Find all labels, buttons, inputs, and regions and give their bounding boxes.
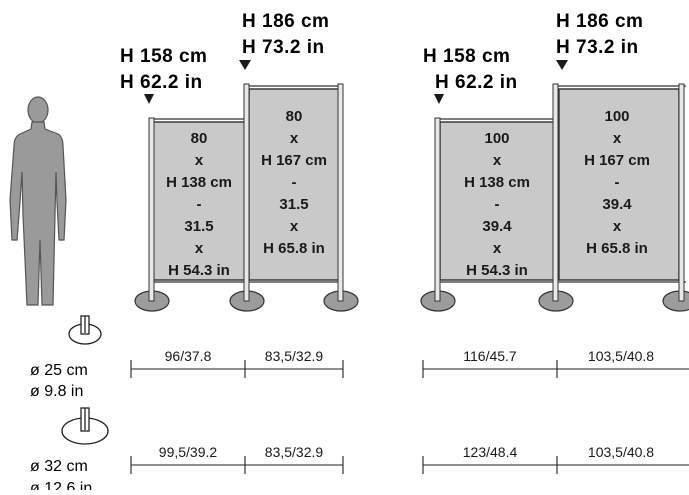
panel-80-low-line: x (195, 240, 204, 257)
panel-100-high-line: x (613, 218, 622, 235)
base-small-in: ø 9.8 in (30, 383, 83, 400)
panel-system-100 (420, 83, 689, 312)
panel-100-high-line: H 65.8 in (586, 240, 648, 257)
height-high-cm: H 186 cm (242, 11, 329, 32)
panel-80-high-line: H 167 cm (261, 152, 327, 169)
width-label: 116/45.7 (463, 348, 517, 364)
pole (678, 83, 685, 302)
panel-80-low-line: 80 (191, 130, 208, 147)
panel-100-low-line: 100 (484, 130, 509, 147)
arrow-down-icon (144, 94, 154, 104)
width-label: 103,5/40.8 (588, 444, 654, 460)
pole (337, 83, 344, 302)
height-low-cm: H 158 cm (423, 46, 510, 67)
base-large-in: ø 12.6 in (30, 480, 92, 490)
panel-80-high-line: 31.5 (279, 196, 308, 213)
panel-80-high-line: H 65.8 in (263, 240, 325, 257)
height-high-cm: H 186 cm (556, 11, 643, 32)
panel-low-100 (439, 121, 556, 281)
panel-system-80 (134, 83, 359, 312)
base-small-cm: ø 25 cm (30, 362, 88, 379)
arrow-down-icon (239, 60, 251, 70)
width-label: 103,5/40.8 (588, 348, 654, 364)
width-label: 123/48.4 (463, 444, 518, 460)
panel-80-high-line: x (290, 218, 299, 235)
arrow-down-icon (556, 60, 568, 70)
panel-100-high-line: H 167 cm (584, 152, 650, 169)
height-high-in: H 73.2 in (556, 37, 639, 58)
panel-100-low-line: H 54.3 in (466, 262, 528, 279)
panel-80-high-line: x (290, 130, 299, 147)
panel-100-low-line: 39.4 (482, 218, 512, 235)
panel-80-low-line: H 54.3 in (168, 262, 230, 279)
panel-80-low-line: H 138 cm (166, 174, 232, 191)
width-label: 99,5/39.2 (159, 444, 218, 460)
width-label: 83,5/32.9 (265, 348, 324, 364)
pole (434, 117, 441, 302)
panel-80-low-line: - (197, 196, 202, 213)
panel-80-low-line: 31.5 (184, 218, 213, 235)
height-low-in: H 62.2 in (435, 72, 518, 93)
width-dimension-lines (130, 360, 689, 474)
panel-80-high-line: - (292, 174, 297, 191)
height-low-cm: H 158 cm (120, 46, 207, 67)
base-foot (662, 290, 689, 312)
arrow-down-icon (434, 94, 444, 104)
panel-100-high-line: - (615, 174, 620, 191)
width-label: 83,5/32.9 (265, 444, 324, 460)
base-large-cm: ø 32 cm (30, 458, 88, 475)
large-base-icon (61, 407, 109, 445)
small-base-icon (68, 315, 102, 345)
panel-high-100 (558, 88, 680, 281)
panel-80-high-line: 80 (286, 108, 303, 125)
panel-100-high-line: 39.4 (602, 196, 632, 213)
panel-100-low-line: H 138 cm (464, 174, 530, 191)
panel-100-low-line: - (495, 196, 500, 213)
panel-100-low-line: x (493, 152, 502, 169)
panel-80-low-line: x (195, 152, 204, 169)
human-silhouette-icon (9, 96, 67, 306)
panel-100-high-line: x (613, 130, 622, 147)
pole (552, 83, 559, 302)
pole (243, 83, 250, 302)
height-low-in: H 62.2 in (120, 72, 203, 93)
pole (148, 117, 155, 302)
panel-100-low-line: x (493, 240, 502, 257)
panel-100-high-line: 100 (604, 108, 629, 125)
width-label: 96/37.8 (165, 348, 212, 364)
panel-high-80 (248, 88, 340, 281)
height-high-in: H 73.2 in (242, 37, 325, 58)
